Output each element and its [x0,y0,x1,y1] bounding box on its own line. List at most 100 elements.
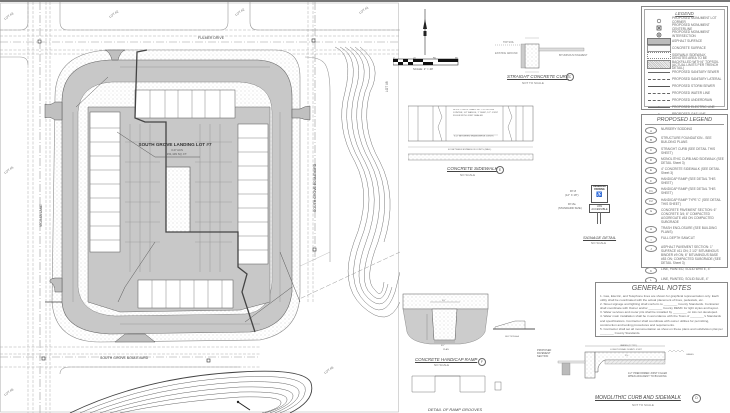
svg-text:GRASS: GRASS [686,353,694,356]
legend-item: PROPOSED UNDERDRAIN [646,97,723,104]
svg-text:EXISTING GROUND: EXISTING GROUND [495,52,518,55]
handicap-ramp-title: CONCRETE HANDICAP RAMP [415,357,478,362]
legend-title: LEGEND [675,11,694,16]
legend-item-label: PROPOSED STORM SEWER [672,83,715,88]
legend-item: DENOTES AREA TO BE BACKFILLED WITH 6" TO… [646,56,723,71]
general-note-item: 3. Water services and meter pits shall b… [600,310,718,315]
lot-tag: LOT #1 [358,5,369,14]
handicap-ramp-key: F [478,358,486,366]
proposed-legend-label: CONCRETE PAVEMENT SECTION: 6" CONCRETE 3… [661,207,717,224]
proposed-legend-title: PROPOSED LEGEND [645,117,724,125]
legend-item: ASPHALT SURFACE [646,38,723,45]
legend-item-label: PROPOSED GAS LINE [672,112,723,116]
lot-tag: LOT #2 [234,7,245,16]
ramp-grooves-detail [411,375,502,393]
svg-text:5'0": 5'0" [442,300,446,302]
signage-detail: RESERVED PARKING ♿ VAN ACCESSIBLE R7-8 (… [540,182,630,242]
lot-tag: LOT #6 [323,365,334,374]
street-east-label: SOUTH GROVE BOULEVARD [313,163,317,212]
proposed-legend-item: F1 HANDICAP RAMP (SEE DETAIL THIS SHEET) [645,187,724,195]
ramp-grooves-title: DETAIL OF RAMP GROOVES [428,407,483,412]
legend-key-badge: H [645,225,657,233]
svg-text:VARIES (5' TYP.): VARIES (5' TYP.) [620,344,637,347]
lot-tag: LOT #6 [3,387,14,396]
asphalt-icon [646,38,672,45]
svg-text:TOP SOIL: TOP SOIL [503,41,515,44]
line-dash-icon [646,100,672,101]
legend-item-label: PROPOSED MONUMENT CENTERLINE [672,23,710,31]
legend-item: PROPOSED MONUMENT LOT CORNER [646,16,723,24]
lot-tag: LOT #8 [385,81,389,92]
proposed-legend-label: NURSERY SODDING [661,127,693,132]
lot-area-acres: 3.47 ACS [171,148,183,152]
square-icon [646,25,672,31]
legend-key-badge: F1 [645,187,657,195]
accessibility-icon: ♿ [596,192,603,198]
monolithic-scale: NOT TO SCALE [632,403,654,407]
line-dash-icon [646,79,672,80]
proposed-legend-label: HANDICAP RAMP TYPE 'C' (SEE DETAIL THIS … [661,197,722,206]
legend-key-badge: C [645,146,657,154]
lot-title: SOUTH GROVE LANDING LOT #7 [139,142,212,147]
lot-tag: LOT #2 [108,9,119,18]
scale-label: SCALE: 1" = 40' [413,67,434,71]
proposed-legend-label: LINE, PAINTED, SOLID BLUE, 4" [661,276,709,281]
legend-item-label: PROPOSED UNDERDRAIN [672,97,713,102]
legend-key-badge: F2 [645,197,657,205]
legend-key-badge: D [645,156,657,164]
straight-curb-title: STRAIGHT CONCRETE CURB [507,74,569,79]
svg-text:6'0": 6'0" [441,345,445,347]
svg-text:SECTION A-A: SECTION A-A [505,335,519,338]
general-notes-title: GENERAL NOTES [631,285,692,292]
lot-tag: LOT #3 [3,11,14,20]
legend-item: PROPOSED MONUMENT CENTERLINE [646,23,723,31]
legend-key-badge: I [645,236,657,244]
proposed-legend-label: LINE, PAINTED, SOLID WHITE, 4" [661,267,711,272]
lot-tag: LOT #5 [3,165,14,174]
site-plan: SOUTH GROVE LANDING LOT #7 3.47 ACS 151,… [0,2,400,413]
scale-bar: 0 20 40 80 SCALE: 1" = 40' [393,57,458,71]
signage-title: SIGNAGE DETAIL [583,235,617,240]
handicap-ramp-scale: NO SCALE [434,363,450,367]
svg-text:PLAN: PLAN [443,348,449,351]
monolithic-title: MONOLITHIC CURB AND SIDEWALK [595,395,681,401]
straight-curb-key: C [566,73,574,81]
legend-key-badge: G [645,207,657,215]
signage-scale: NO SCALE [591,241,607,245]
svg-text:20: 20 [413,57,416,60]
proposed-legend-item: C STRAIGHT CURB (SEE DETAIL THIS SHEET) [645,146,724,155]
proposed-legend-label: STRAIGHT CURB (SEE DETAIL THIS SHEET) [661,146,716,155]
legend-item-label: PROPOSED SANITARY SEWER [672,69,720,74]
north-arrow-and-scale [423,9,427,55]
street-north-label: FULMER DRIVE [198,36,225,40]
general-note-item: 2. Street signage and lighting shall con… [600,302,720,311]
proposed-legend-item: I FULL DEPTH SAWCUT [645,236,724,244]
legend-item: PROPOSED MONUMENT INTERSECTION [646,30,723,38]
concrete-sidewalk-detail: 5'-0" BETWEEN TRANSVERSE JOINTS 40' BETW… [408,105,534,161]
street-south-label: SOUTH GROVE BOULEVARD [100,356,149,360]
proposed-legend-label: FULL DEPTH SAWCUT [661,236,695,241]
reserved-parking-sign: RESERVED PARKING ♿ [591,185,608,203]
svg-text:LONGITUDINAL DUMMY JOINT: LONGITUDINAL DUMMY JOINT [610,348,643,351]
proposed-legend-label: HANDICAP RAMP (SEE DETAIL THIS SHEET) [661,187,716,196]
line-e-icon: E [646,106,672,109]
joint-filler-label: 1/2" PREFORMED JOINT FILLER WHEN ADJACEN… [628,372,668,378]
svg-text:40: 40 [433,57,436,60]
lot-area-sqft: 151,109 SQ. FT. [167,152,188,156]
legend-key-badge: E [645,166,657,174]
general-notes-list: 1. Gas, Electric, and Telephone lines ar… [600,294,723,335]
line-dash-icon [646,93,672,94]
hatch-icon [646,59,672,69]
legend-item-label: DENOTES AREA TO BE BACKFILLED WITH 6" TO… [672,56,719,71]
proposed-legend-item: F2 HANDICAP RAMP TYPE 'C' (SEE DETAIL THI… [645,197,724,206]
legend-item: SIDEWALK SIDEWALK [646,52,723,59]
legend-item: PROPOSED STORM SEWER [646,83,723,90]
legend-key-badge: J [645,245,657,253]
